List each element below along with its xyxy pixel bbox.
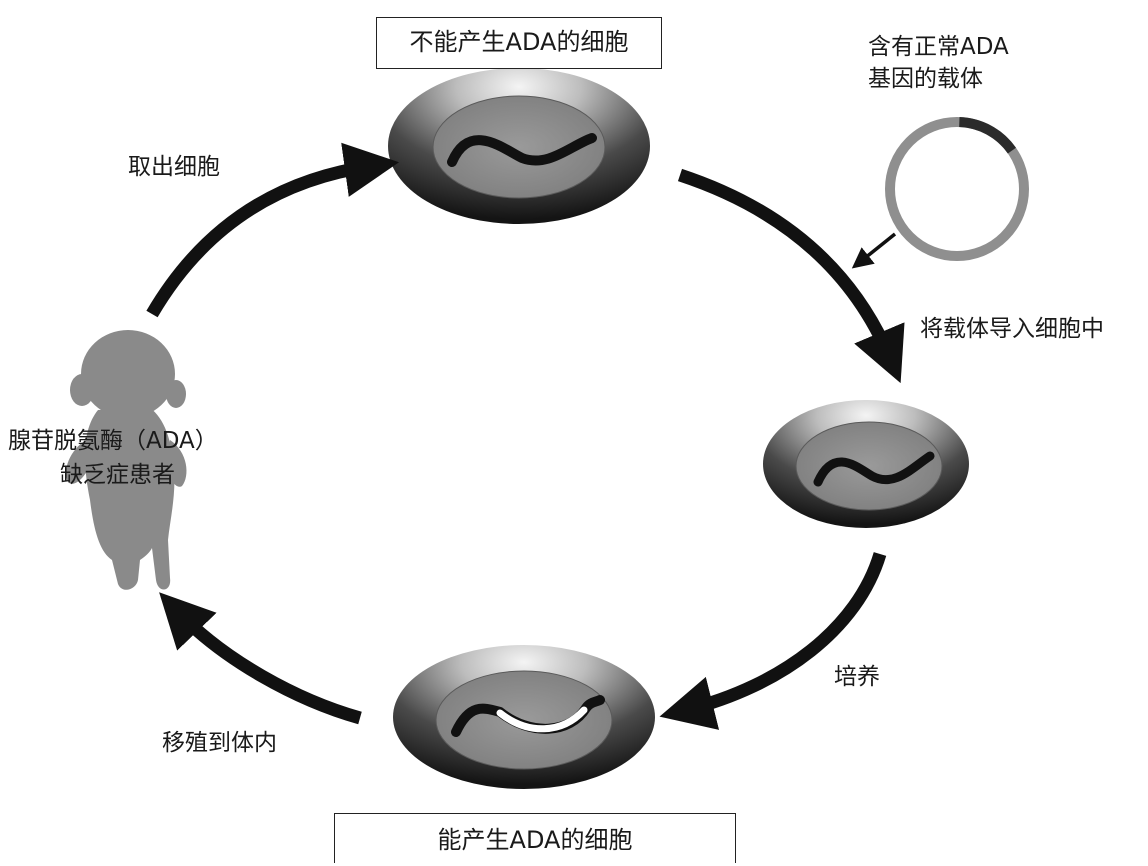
label-vector-line2: 基因的载体: [868, 66, 983, 92]
label-ada-producing-cell: 能产生ADA的细胞: [334, 813, 736, 863]
label-patient-line1: 腺苷脱氨酶（ADA）: [8, 428, 218, 454]
label-take-cells: 取出细胞: [128, 154, 220, 180]
arrow-culture: [659, 552, 887, 730]
label-vector-line1: 含有正常ADA: [868, 34, 1009, 60]
cell-with-vector: [763, 400, 969, 528]
label-no-ada-cell: 不能产生ADA的细胞: [376, 17, 662, 69]
gene-vector-cell: [813, 451, 935, 487]
arrow-take-cells: [146, 142, 400, 318]
cell-produces-ada: [393, 645, 655, 789]
arrow-vector-into-cell: [851, 232, 897, 269]
label-transplant: 移殖到体内: [162, 730, 277, 756]
arrow-introduce-vector: [677, 168, 905, 384]
baby-silhouette-icon: [66, 330, 187, 590]
label-introduce-vector: 将载体导入细胞中: [920, 316, 1104, 342]
arrow-transplant: [159, 592, 362, 725]
label-culture: 培养: [834, 664, 880, 690]
label-patient-line2: 缺乏症患者: [60, 462, 175, 488]
cell-no-ada: [388, 68, 650, 224]
gene-defective: [447, 133, 597, 167]
gene-inserted-segment: [496, 706, 588, 733]
plasmid-ring-icon: [885, 117, 1029, 262]
